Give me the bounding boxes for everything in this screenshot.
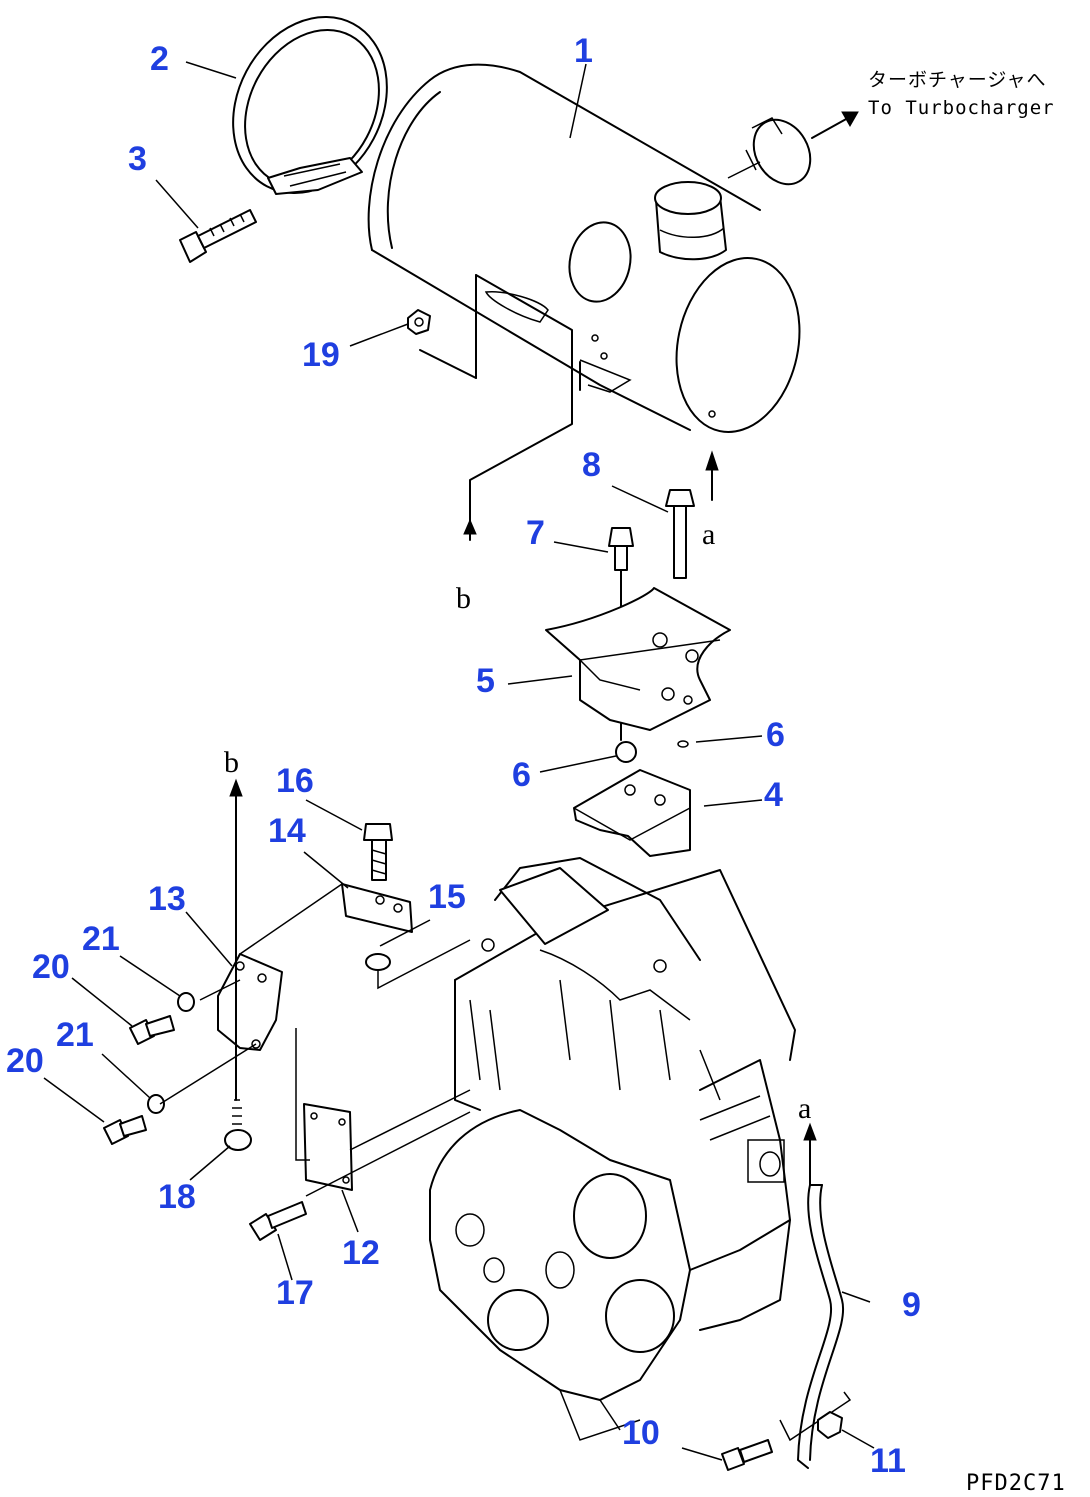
callout-12: 12: [342, 1234, 380, 1272]
callout-labels: 1 2 3 4 5 6 6 7 8 9 10 11 12 13 14 15 16…: [6, 32, 921, 1480]
part-nut-11: [817, 1411, 843, 1439]
part-nut-19: [407, 309, 431, 335]
part-turbo-elbow: [727, 117, 812, 186]
connector-a-top: a: [702, 518, 715, 551]
assembly-lines: [159, 111, 859, 1197]
callout-3: 3: [128, 140, 147, 178]
leader-lines: [43, 61, 875, 1461]
part-clamp-bolt: [179, 209, 257, 263]
callout-21b: 21: [56, 1016, 94, 1054]
part-bolt-17: [249, 1201, 307, 1241]
part-rubber-mount-6a: [615, 741, 637, 763]
part-band-clamp: [232, 16, 388, 195]
callout-6a: 6: [766, 716, 785, 754]
part-washer-21b: [147, 1094, 165, 1114]
callout-16: 16: [276, 762, 314, 800]
part-washer-21a: [177, 992, 195, 1012]
callout-8: 8: [582, 446, 601, 484]
callout-17: 17: [276, 1274, 314, 1312]
part-pipe-9: [779, 1179, 852, 1469]
turbo-note-jp: ターボチャージャへ: [868, 69, 1046, 91]
connector-a-bottom: a: [798, 1092, 811, 1125]
callout-10: 10: [622, 1414, 660, 1452]
callout-21a: 21: [82, 920, 120, 958]
part-bolt-10: [721, 1439, 773, 1471]
connector-letters: a a b b: [224, 518, 811, 1125]
engine-block: [429, 857, 796, 1441]
connector-b-left: b: [224, 746, 239, 779]
drawing-code: PFD2C71: [966, 1471, 1066, 1496]
callout-1: 1: [574, 32, 593, 70]
callout-20a: 20: [32, 948, 70, 986]
part-mount-bracket-4: [573, 769, 691, 857]
callout-15: 15: [428, 878, 466, 916]
part-bolt-20b: [103, 1115, 147, 1145]
callout-7: 7: [526, 514, 545, 552]
turbo-note-en: To Turbocharger: [868, 97, 1055, 119]
callout-6b: 6: [512, 756, 531, 794]
callout-11: 11: [870, 1442, 906, 1480]
callout-9: 9: [902, 1286, 921, 1324]
callout-18: 18: [158, 1178, 196, 1216]
connector-b-top: b: [456, 582, 471, 615]
turbo-note: ターボチャージャへ To Turbocharger: [868, 69, 1055, 119]
part-washer-15: [365, 953, 391, 971]
part-rubber-mount-6b: [677, 740, 689, 748]
callout-4: 4: [764, 776, 783, 814]
part-bracket-13: [217, 953, 283, 1051]
callout-5: 5: [476, 662, 495, 700]
part-long-bolt: [665, 489, 695, 579]
callout-13: 13: [148, 880, 186, 918]
part-bracket-5: [545, 587, 731, 731]
callout-19: 19: [302, 336, 340, 374]
part-bolt-18: [224, 1099, 252, 1151]
part-bracket-14: [341, 883, 413, 933]
part-bolt-20a: [129, 1015, 175, 1045]
callout-20b: 20: [6, 1042, 44, 1080]
part-bolt-16: [363, 823, 393, 881]
callout-14: 14: [268, 812, 306, 850]
callout-2: 2: [150, 40, 169, 78]
part-plate-12: [303, 1103, 353, 1191]
part-muffler: [367, 63, 801, 433]
